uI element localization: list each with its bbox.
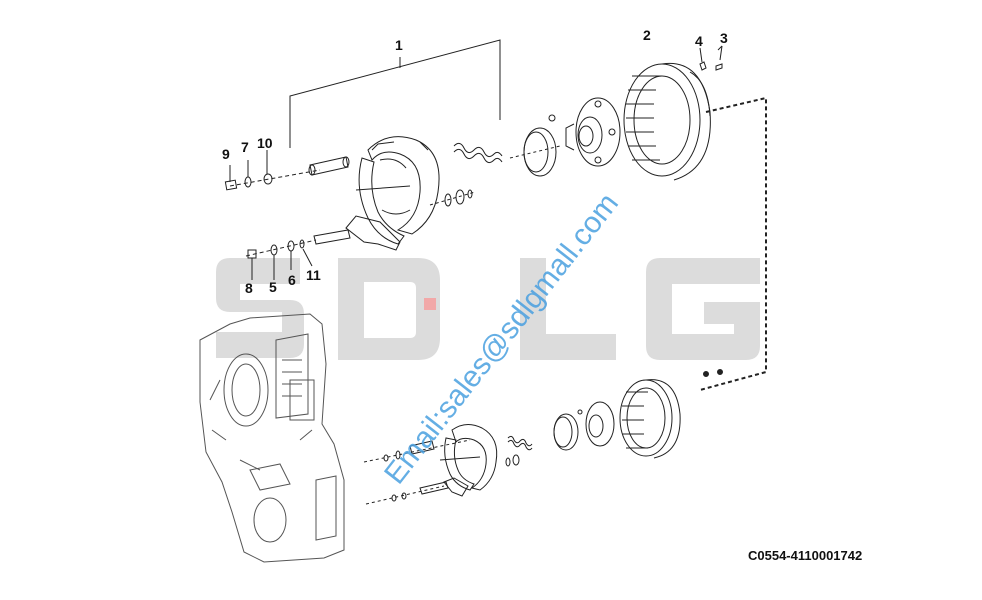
callout-5: 5 bbox=[269, 279, 277, 295]
callout-8: 8 bbox=[245, 280, 253, 296]
item-1-bracket bbox=[289, 39, 501, 148]
callout-11: 11 bbox=[306, 267, 321, 283]
upper-fastener-set bbox=[224, 150, 321, 191]
callout-4: 4 bbox=[695, 33, 703, 49]
upper-hub-flange bbox=[548, 97, 621, 167]
upper-brake-shoe bbox=[355, 136, 440, 245]
upper-lever bbox=[245, 215, 401, 257]
callout-7: 7 bbox=[241, 139, 249, 155]
callout-3: 3 bbox=[720, 30, 728, 46]
callout-10: 10 bbox=[257, 135, 273, 151]
upper-washers bbox=[429, 189, 476, 207]
part-code: C0554-4110001742 bbox=[748, 548, 863, 563]
assembly-connector bbox=[699, 96, 767, 391]
callout-1: 1 bbox=[395, 37, 403, 53]
upper-pin bbox=[308, 156, 350, 176]
upper-brake-drum bbox=[623, 62, 711, 181]
callout-9: 9 bbox=[222, 146, 230, 162]
upper-dust-cover bbox=[509, 127, 561, 177]
callout-2: 2 bbox=[643, 27, 651, 43]
transmission-housing bbox=[199, 313, 345, 563]
drum-bolts bbox=[699, 45, 723, 71]
callout-6: 6 bbox=[288, 272, 296, 288]
upper-spring bbox=[453, 142, 503, 164]
lower-assembly bbox=[363, 379, 681, 505]
lower-left-fastener-set bbox=[247, 239, 313, 280]
